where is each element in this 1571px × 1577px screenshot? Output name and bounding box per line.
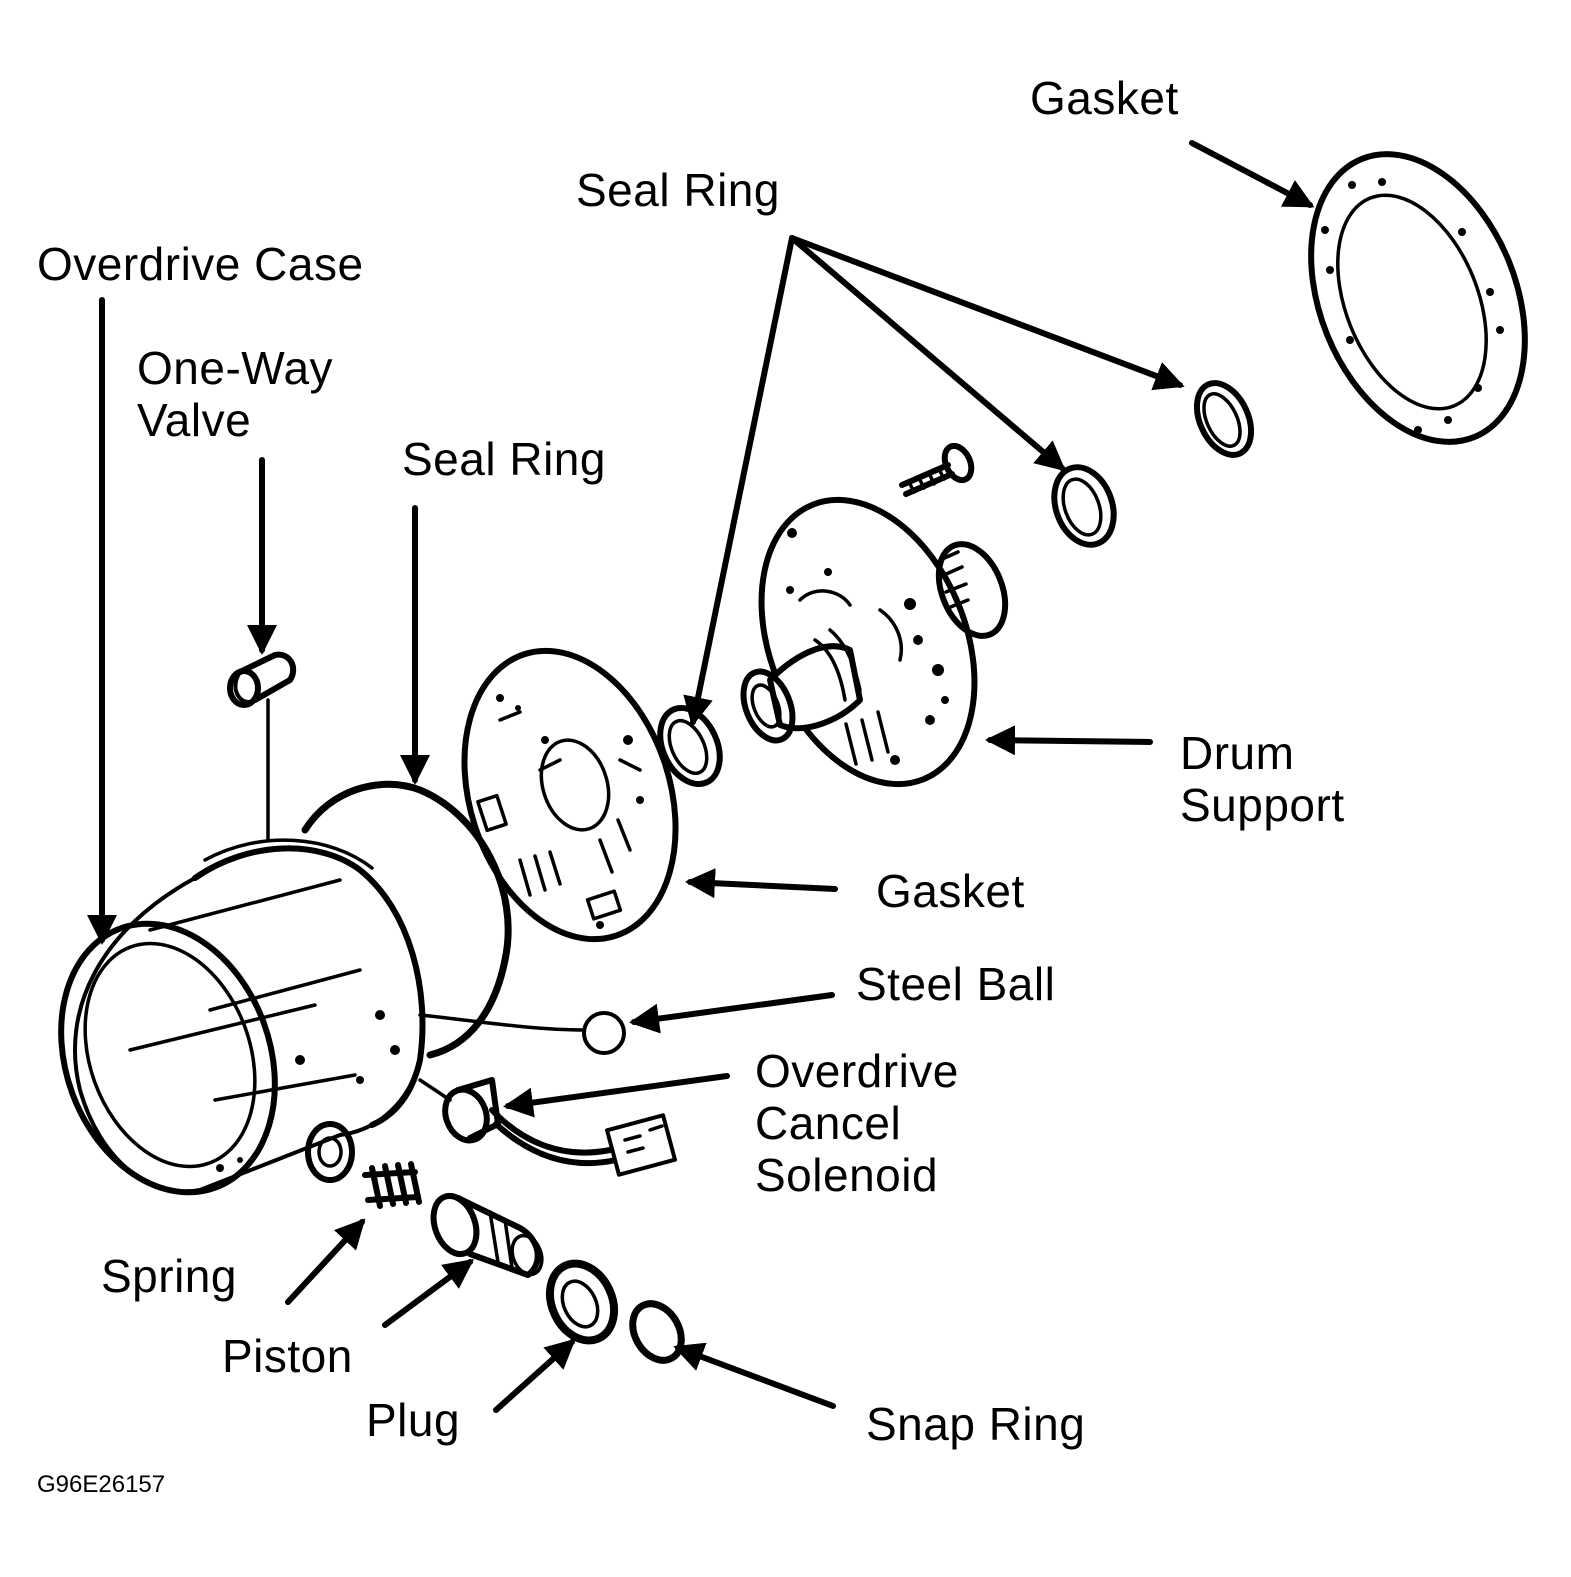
spring-part [362, 1161, 422, 1209]
label-piston: Piston [222, 1330, 353, 1382]
plug-part [545, 1259, 619, 1345]
label-drum-support-line2: Support [1180, 779, 1345, 831]
overdrive-case-part [58, 838, 426, 1196]
gasket-plate-part [461, 647, 679, 943]
label-drum-support-line1: Drum [1180, 727, 1295, 779]
label-one-way-valve-line1: One-Way [137, 342, 334, 394]
steel-ball-part [418, 1011, 626, 1055]
label-seal-ring-top: Seal Ring [576, 164, 780, 216]
label-od-cancel-line3: Solenoid [755, 1149, 939, 1201]
label-steel-ball: Steel Ball [856, 958, 1056, 1010]
piston-part [430, 1192, 544, 1278]
seal-ring-large-part [301, 780, 512, 1059]
label-gasket-top: Gasket [1030, 72, 1179, 124]
label-one-way-valve-line2: Valve [137, 394, 252, 446]
label-snap-ring: Snap Ring [866, 1398, 1086, 1450]
seal-ring-part-b [1051, 464, 1117, 548]
seal-ring-part-a [1193, 380, 1255, 458]
label-spring: Spring [101, 1250, 237, 1302]
snap-ring-part [629, 1300, 685, 1364]
gasket-ring-part [1308, 151, 1528, 445]
label-overdrive-case: Overdrive Case [37, 238, 364, 290]
label-gasket-mid: Gasket [876, 865, 1025, 917]
label-od-cancel-line1: Overdrive [755, 1045, 959, 1097]
label-od-cancel-line2: Cancel [755, 1097, 902, 1149]
bolt-part [899, 442, 975, 497]
label-plug: Plug [366, 1394, 461, 1446]
one-way-valve-part [227, 651, 297, 842]
leader-lines [87, 140, 1315, 1413]
figure-code: G96E26157 [37, 1471, 166, 1498]
overdrive-cancel-solenoid-part [418, 1077, 677, 1177]
label-seal-ring-mid: Seal Ring [402, 433, 606, 485]
drum-support-part [740, 496, 1009, 788]
